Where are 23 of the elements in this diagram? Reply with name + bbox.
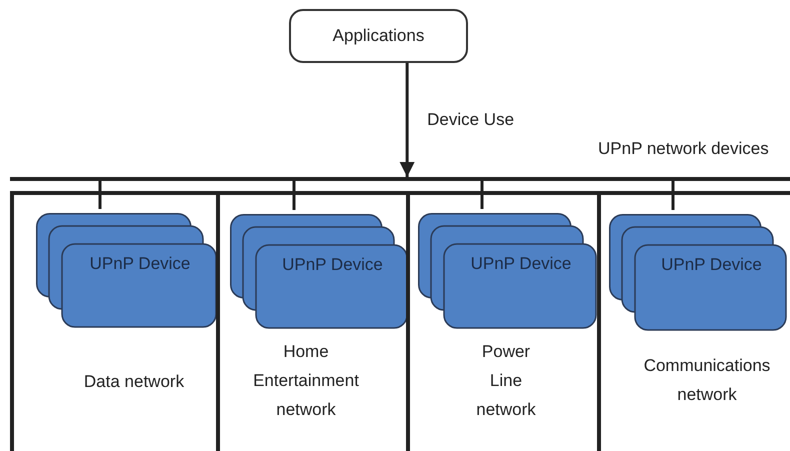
device-stack xyxy=(609,214,787,331)
network-panel xyxy=(216,191,408,451)
network-label: Home Entertainment network xyxy=(252,341,360,421)
network-label: Power Line network xyxy=(475,341,537,421)
device-label: UPnP Device xyxy=(470,254,572,274)
network-panel xyxy=(406,191,599,451)
connector-line xyxy=(480,181,484,209)
rounded-box: Applications xyxy=(289,9,468,63)
network-panel xyxy=(597,191,790,451)
device-stack xyxy=(418,213,597,329)
network-label: Communications network xyxy=(642,355,772,406)
network-label: Data network xyxy=(82,371,186,393)
device-stack xyxy=(230,214,408,329)
device-label: UPnP Device xyxy=(660,255,763,275)
arrow xyxy=(400,63,415,177)
device-label: UPnP Device xyxy=(88,254,192,274)
network-panel xyxy=(10,191,218,451)
device-label: UPnP Device xyxy=(281,255,384,275)
connector-line xyxy=(98,181,102,209)
device-stack xyxy=(36,213,217,328)
connector-line xyxy=(292,181,296,210)
connector-line xyxy=(672,181,674,210)
bus-label: UPnP network devices xyxy=(598,139,769,159)
